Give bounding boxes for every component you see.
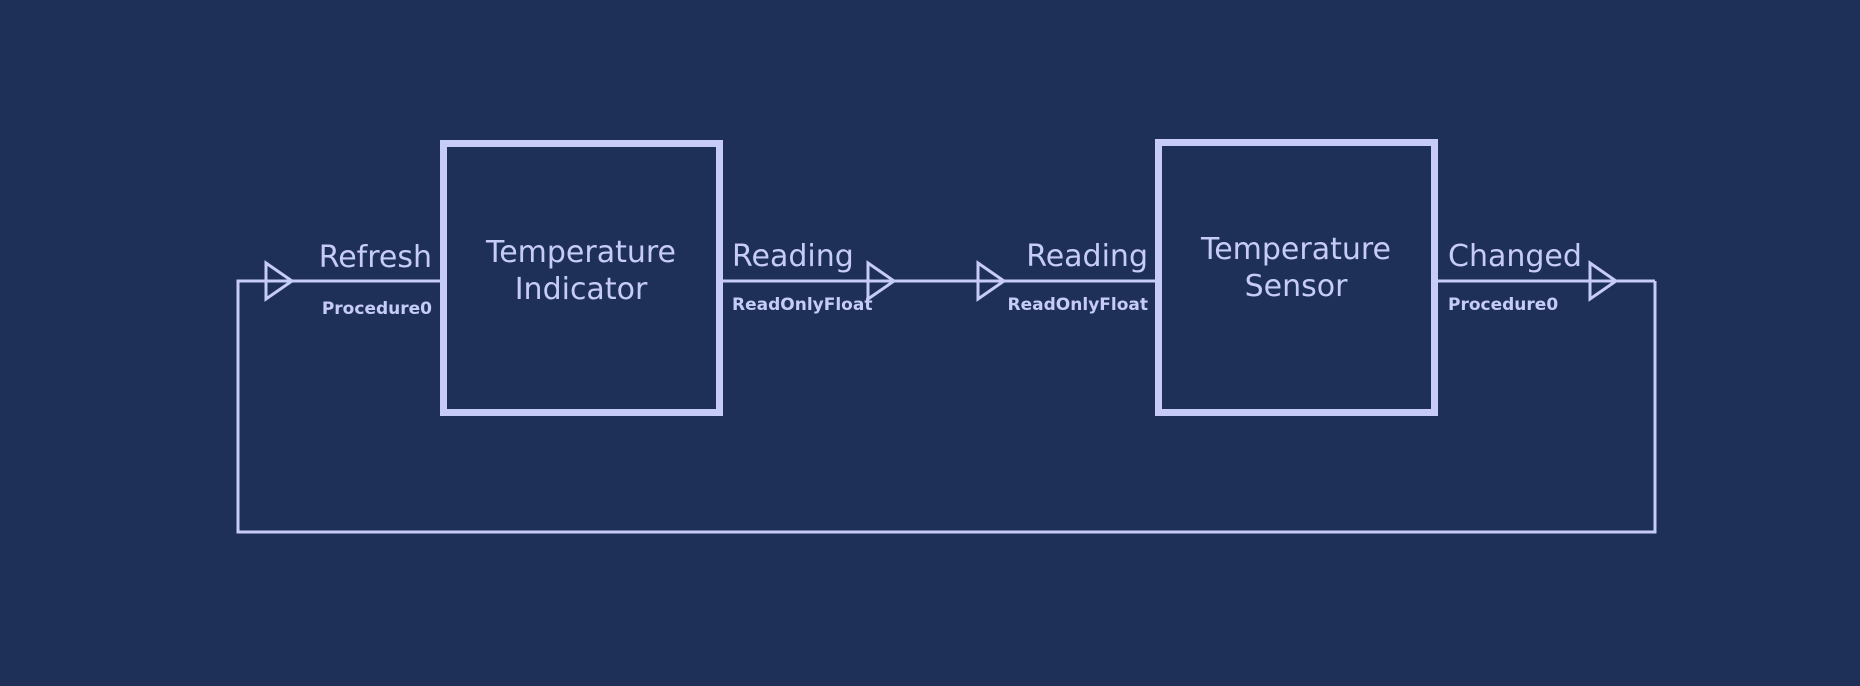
block-border-temperature-indicator[interactable]: [440, 140, 723, 416]
block-temperature-sensor[interactable]: Temperature Sensor: [1155, 139, 1438, 416]
block-temperature-indicator[interactable]: Temperature Indicator: [440, 140, 723, 416]
wire-group: [236, 279, 1657, 534]
block-label-temperature-indicator-line2: Indicator: [515, 272, 648, 307]
block-label-temperature-sensor-line2: Sensor: [1245, 269, 1348, 304]
port-refresh[interactable]: Refresh Procedure0: [319, 240, 432, 319]
port-type-reading-out: ReadOnlyFloat: [732, 295, 872, 315]
port-name-changed-out: Changed: [1448, 239, 1582, 274]
wire-feedback-loop[interactable]: [236, 279, 1657, 534]
port-changed-out[interactable]: Changed Procedure0: [1448, 239, 1582, 315]
block-label-temperature-sensor-line1: Temperature: [1200, 232, 1391, 267]
arrowhead-icon-changed: [1588, 260, 1619, 302]
port-type-reading-in: ReadOnlyFloat: [1008, 295, 1148, 315]
port-type-changed-out: Procedure0: [1448, 295, 1558, 315]
port-type-refresh: Procedure0: [322, 299, 432, 319]
block-label-temperature-indicator-line1: Temperature: [485, 235, 676, 270]
port-name-refresh: Refresh: [319, 240, 432, 275]
arrowhead-icon-refresh: [264, 260, 295, 302]
port-reading-in[interactable]: Reading ReadOnlyFloat: [1008, 239, 1148, 315]
block-border-temperature-sensor[interactable]: [1155, 139, 1438, 416]
arrowhead-group: [264, 260, 1619, 302]
port-reading-out[interactable]: Reading ReadOnlyFloat: [732, 239, 872, 315]
port-name-reading-out: Reading: [732, 239, 854, 274]
arrowhead-icon-reading-out: [866, 260, 897, 302]
port-name-reading-in: Reading: [1026, 239, 1148, 274]
arrowhead-icon-reading-in: [976, 260, 1007, 302]
